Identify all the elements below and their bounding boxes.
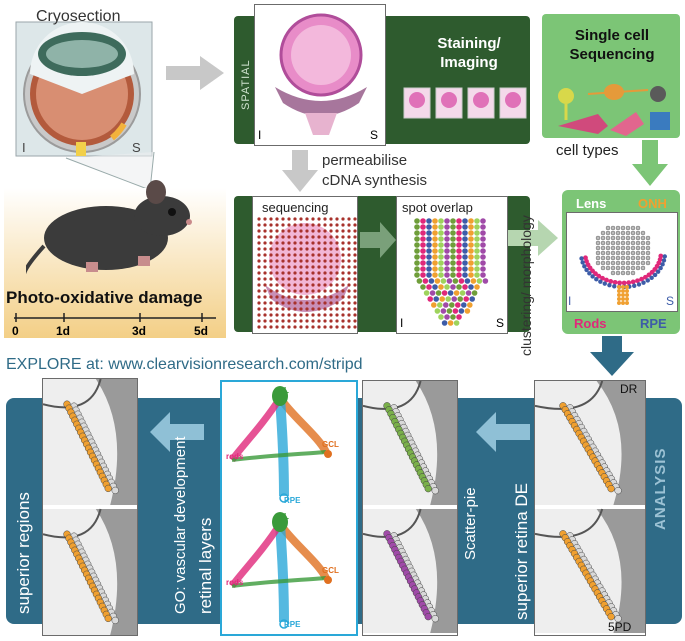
cluster-plot-panel xyxy=(566,212,678,312)
analysis-label: ANALYSIS xyxy=(652,447,669,530)
superior-regions-graphic xyxy=(43,379,137,635)
cdna-synthesis-label: cDNA synthesis xyxy=(322,172,428,189)
damage-title: Photo-oxidative damage xyxy=(6,288,203,307)
eye-illustration-panel xyxy=(12,14,154,159)
superior-regions-panel xyxy=(42,378,138,636)
cluster-onh-label: ONH xyxy=(638,196,667,211)
cluster-rods-label: Rods xyxy=(574,316,607,331)
spatial-side-label: SPATIAL xyxy=(240,59,252,110)
retinal-layers-label: retinal layers xyxy=(196,517,215,614)
cell-types-graphic xyxy=(558,84,670,136)
arrow-cell-types-down xyxy=(632,140,668,186)
network-panel xyxy=(220,380,358,636)
spot-inferior-label: I xyxy=(400,316,404,330)
cluster-superior-label: S xyxy=(666,294,675,308)
scatter-pie-panel xyxy=(362,380,458,636)
cluster-inferior-label: I xyxy=(568,294,572,308)
timeline-tick-1: 1d xyxy=(56,324,71,338)
cluster-rpe-label: RPE xyxy=(640,316,667,331)
superior-regions-label: superior regions xyxy=(14,492,33,614)
mouse-illustration xyxy=(26,180,192,275)
timeline-tick-3: 5d xyxy=(194,324,209,338)
staining-text: Staining/ Imaging xyxy=(437,35,501,71)
cluster-plot-graphic xyxy=(579,225,667,305)
cluster-lens-label: Lens xyxy=(576,196,607,211)
slide-inferior-label: I xyxy=(258,128,262,142)
vegf-network-label: VEGF Signalling pathway network xyxy=(340,414,356,626)
permeabilise-label: permeabilise xyxy=(322,152,408,169)
network-bottom-inl: INL xyxy=(276,512,289,521)
network-top-rods: rods xyxy=(226,452,244,461)
slide-superior-label: S xyxy=(370,128,379,142)
arrow-down-permeabilise xyxy=(282,150,318,192)
arrow-to-spatial xyxy=(166,56,224,90)
clustering-label: clustering/ morphology xyxy=(518,215,534,356)
superior-retina-de-label: superior retina DE xyxy=(512,482,531,620)
spot-overlap-graphic xyxy=(414,218,489,326)
single-cell-title: Single cell Sequencing xyxy=(546,26,678,64)
spot-superior-label: S xyxy=(496,316,505,330)
scatter-pie-label: Scatter-pie xyxy=(462,487,479,560)
arrow-to-analysis xyxy=(590,336,634,376)
vegf-network-graphic xyxy=(229,386,332,629)
timeline xyxy=(14,313,216,322)
arrow-to-overlap xyxy=(360,222,396,258)
network-bottom-gcl: GCL xyxy=(322,566,339,575)
cryosection-label: Cryosection xyxy=(36,8,121,25)
network-bottom-rods: rods xyxy=(226,578,244,587)
timeline-tick-0: 0 xyxy=(12,324,19,338)
arrow-to-superior-regions xyxy=(150,412,204,452)
staining-label: Staining/ Imaging xyxy=(414,34,524,72)
dr-label: DR xyxy=(620,382,638,396)
network-top-inl: INL xyxy=(276,386,289,395)
superior-retina-de-graphic xyxy=(535,381,645,633)
arrow-to-scatter-pie xyxy=(476,412,530,452)
sequencing-label: sequencing xyxy=(262,200,329,215)
capture-slides-row xyxy=(403,87,527,119)
sequencing-grid-graphic xyxy=(257,217,357,329)
eye-superior-label: S xyxy=(132,140,141,155)
superior-retina-de-panel xyxy=(534,380,646,636)
network-top-gcl: GCL xyxy=(322,440,339,449)
eye-inferior-label: I xyxy=(22,140,26,155)
eye-section-graphic xyxy=(15,21,153,157)
spot-overlap-label: spot overlap xyxy=(402,200,473,215)
go-vascular-label: GO: vascular development xyxy=(172,436,189,614)
arrow-to-cluster xyxy=(508,220,558,256)
explore-link-text[interactable]: EXPLORE at: www.clearvisionresearch.com/… xyxy=(6,356,363,373)
scatter-pie-graphic xyxy=(363,381,457,633)
5pd-label: 5PD xyxy=(608,620,632,634)
single-cell-title-text: Single cell Sequencing xyxy=(569,27,655,63)
cell-types-label: cell types xyxy=(556,142,619,159)
spot-overlap-panel xyxy=(396,196,508,334)
sequencing-grid-panel xyxy=(252,196,358,334)
stained-slide xyxy=(254,4,386,146)
timeline-tick-2: 3d xyxy=(132,324,147,338)
network-top-rpe: RPE xyxy=(284,496,301,505)
network-bottom-rpe: RPE xyxy=(284,620,301,629)
